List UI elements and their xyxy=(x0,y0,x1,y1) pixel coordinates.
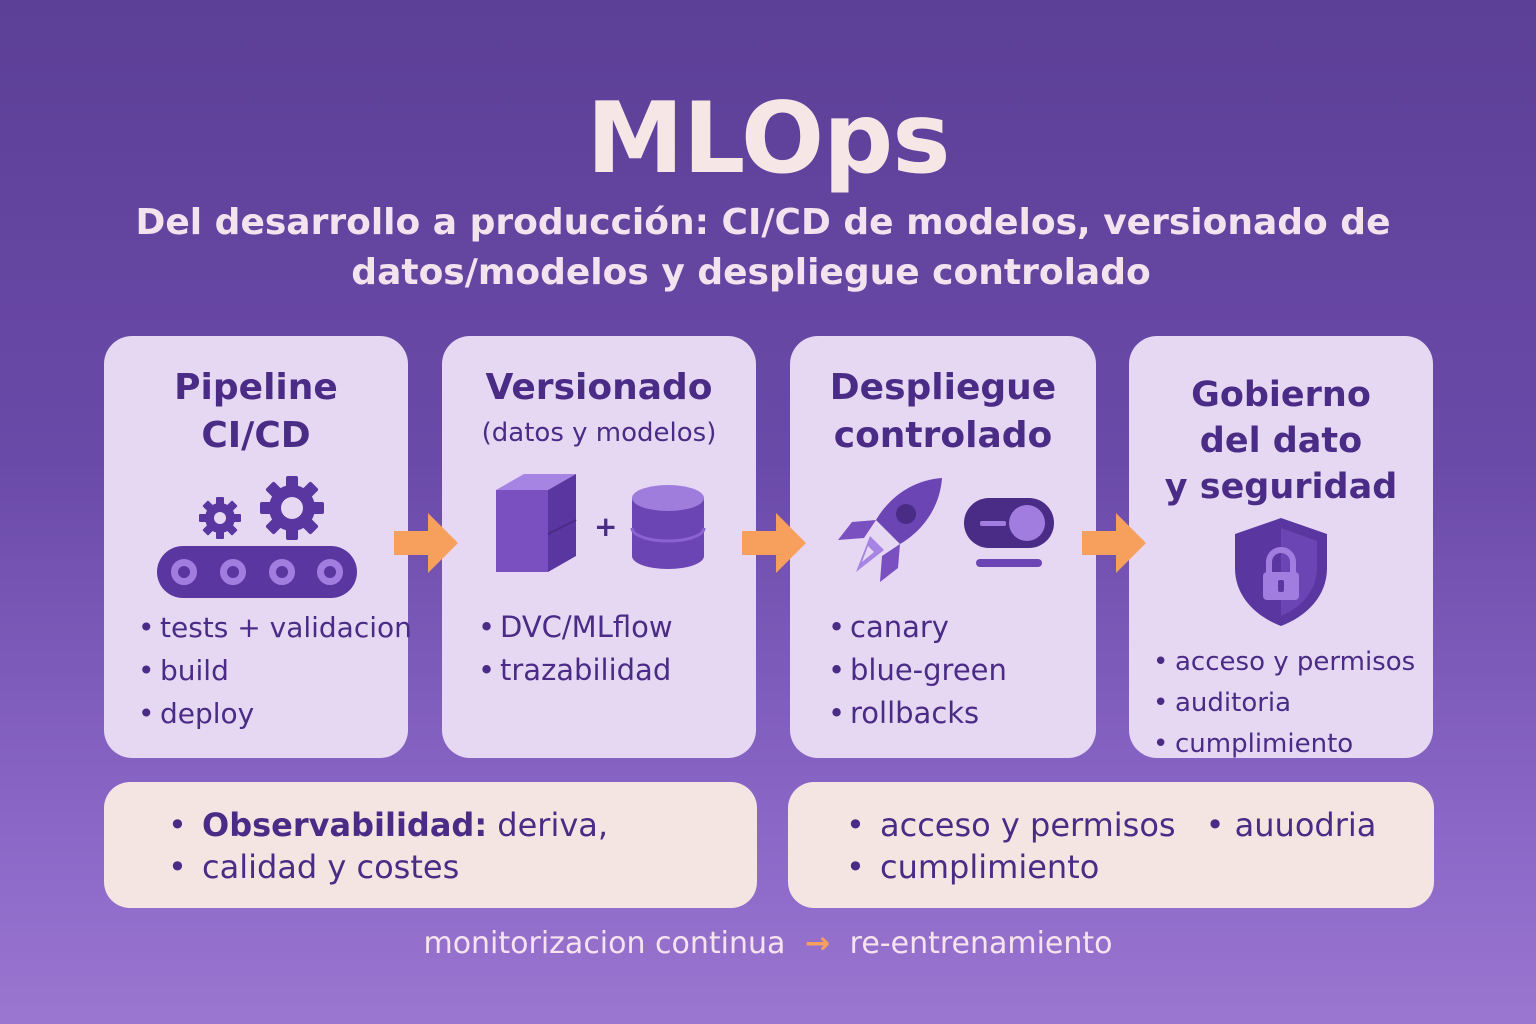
observability-label: Observabilidad: xyxy=(202,806,488,844)
page-title: MLOps xyxy=(586,82,950,196)
card-title: Gobierno del dato y seguridad xyxy=(1164,375,1398,507)
card-versionado: Versionado (datos y modelos) + DVC/MLflo… xyxy=(442,336,756,758)
arrow-right-icon xyxy=(1082,513,1146,573)
list-item: cumplimiento xyxy=(1153,724,1415,765)
arrow-right-icon xyxy=(394,513,458,573)
bullet-list: acceso y permisos auditoria cumplimiento xyxy=(1153,642,1415,765)
footer-right-text: re-entrenamiento xyxy=(849,926,1113,961)
rocket-icon xyxy=(838,478,942,582)
list-item: Observabilidad: deriva, xyxy=(168,804,608,846)
database-icon xyxy=(630,485,706,569)
footer-left-text: monitorizacion continua xyxy=(423,926,786,961)
list-item: deploy xyxy=(138,692,412,735)
list-item: rollbacks xyxy=(828,692,1007,735)
plus-icon: + xyxy=(594,510,618,543)
shield-lock-icon xyxy=(1235,518,1327,626)
bullet-list: DVC/MLflow trazabilidad xyxy=(478,606,673,692)
card-pipeline-cicd: Pipeline CI/CD xyxy=(104,336,412,758)
governance-panel: acceso y permisos• auuodria cumplimiento xyxy=(788,782,1434,908)
arrow-right-icon xyxy=(742,513,806,573)
page-subtitle: Del desarrollo a producción: CI/CD de mo… xyxy=(0,198,1536,298)
toggle-switch-icon xyxy=(964,498,1054,567)
bullet-list: Observabilidad: deriva, calidad y costes xyxy=(168,804,608,888)
list-item: acceso y permisos xyxy=(1153,642,1415,683)
bullet-list: tests + validacion build deploy xyxy=(138,606,412,735)
arrow-icon: → xyxy=(804,926,831,961)
card-subtitle: (datos y modelos) xyxy=(481,418,717,448)
list-item: acceso y permisos• auuodria xyxy=(846,804,1376,846)
list-item: DVC/MLflow xyxy=(478,606,673,649)
list-item: tests + validacion xyxy=(138,606,412,649)
observability-panel: Observabilidad: deriva, calidad y costes xyxy=(104,782,757,908)
card-title: Versionado xyxy=(485,367,713,408)
list-item: build xyxy=(138,649,412,692)
list-item: trazabilidad xyxy=(478,649,673,692)
list-item: auditoria xyxy=(1153,683,1415,724)
card-despliegue-controlado: Despliegue controlado canary blue-green … xyxy=(790,336,1096,758)
list-item: blue-green xyxy=(828,649,1007,692)
footer-flow: monitorizacion continua → re-entrenamien… xyxy=(0,926,1536,961)
bullet-list: acceso y permisos• auuodria cumplimiento xyxy=(846,804,1376,888)
subtitle-line-1: Del desarrollo a producción: CI/CD de mo… xyxy=(135,202,1391,243)
bullet-list: canary blue-green rollbacks xyxy=(828,606,1007,735)
card-title: Despliegue controlado xyxy=(829,367,1057,456)
subtitle-line-2: datos/modelos y despliegue controlado xyxy=(351,252,1151,293)
card-title: Pipeline CI/CD xyxy=(174,367,338,456)
list-item: cumplimiento xyxy=(846,846,1376,888)
list-item: canary xyxy=(828,606,1007,649)
conveyor-belt-icon xyxy=(157,546,357,598)
list-item: calidad y costes xyxy=(168,846,608,888)
cube-icon xyxy=(496,474,577,572)
card-gobierno-seguridad: Gobierno del dato y seguridad acceso y p… xyxy=(1129,336,1433,765)
gears-icon xyxy=(199,476,324,540)
